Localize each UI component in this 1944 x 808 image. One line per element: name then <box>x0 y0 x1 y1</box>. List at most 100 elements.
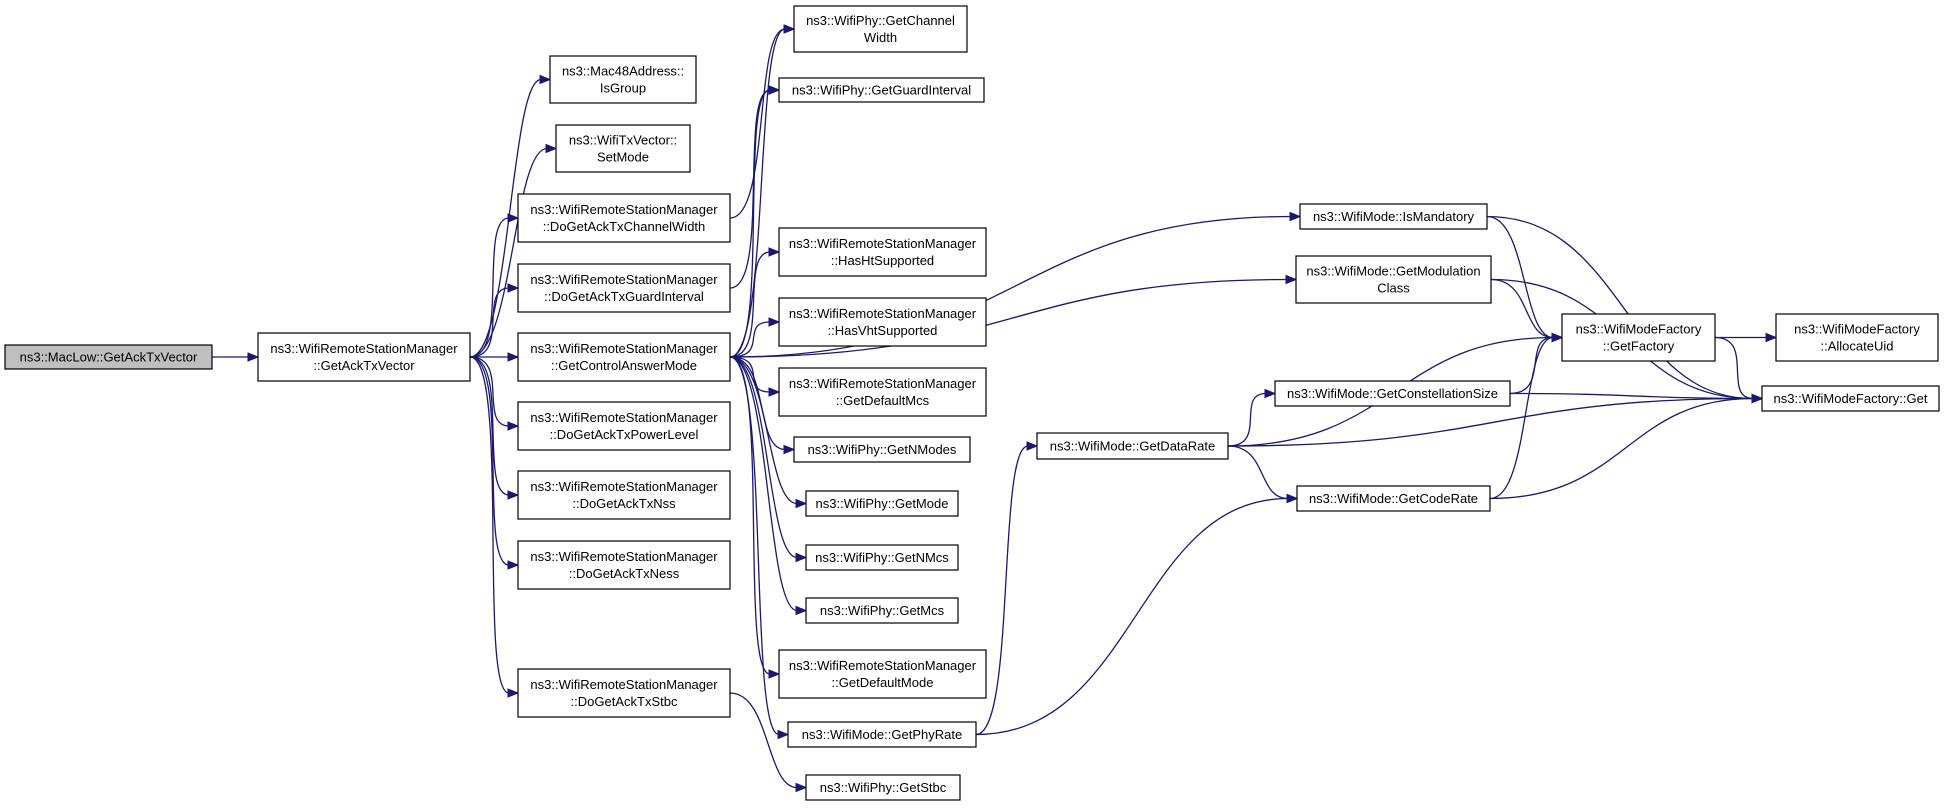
node-box <box>778 649 987 699</box>
node-box <box>793 436 971 463</box>
node-label: ns3::WifiRemoteStationManager <box>789 376 977 391</box>
node-ns3-wifiphy-getstbc[interactable]: ns3::WifiPhy::GetStbc <box>805 774 961 801</box>
node-label: ns3::WifiModeFactory <box>1794 322 1920 337</box>
node-label: ns3::WifiRemoteStationManager <box>789 236 977 251</box>
node-label: ::DoGetAckTxPowerLevel <box>550 427 699 442</box>
node-ns3-wifiremotestationmanager-hasvhtsupported[interactable]: ns3::WifiRemoteStationManager::HasVhtSup… <box>778 297 987 347</box>
node-ns3-wifiremotestationmanager-dogetacktxness[interactable]: ns3::WifiRemoteStationManager::DoGetAckT… <box>517 540 731 590</box>
call-edge <box>729 24 796 219</box>
node-ns3-wifiremotestationmanager-getcontrolanswermode[interactable]: ns3::WifiRemoteStationManager::GetContro… <box>517 332 731 382</box>
call-edge <box>469 356 520 698</box>
node-ns3-wifiremotestationmanager-getacktxvector[interactable]: ns3::WifiRemoteStationManager::GetAckTxV… <box>257 332 471 382</box>
node-label: ns3::WifiRemoteStationManager <box>789 306 977 321</box>
node-ns3-mac48address-isgroup[interactable]: ns3::Mac48Address::IsGroup <box>549 55 697 104</box>
node-label: ns3::WifiPhy::GetMode <box>816 496 949 511</box>
node-label: ns3::WifiRemoteStationManager <box>530 677 718 692</box>
node-box <box>1036 432 1229 460</box>
node-label: ::HasVhtSupported <box>828 323 938 338</box>
node-ns3-wifiremotestationmanager-dogetacktxnss[interactable]: ns3::WifiRemoteStationManager::DoGetAckT… <box>517 470 731 520</box>
node-label: ns3::WifiModeFactory <box>1576 322 1702 337</box>
node-label: ::GetAckTxVector <box>313 358 415 373</box>
node-box <box>1761 385 1940 412</box>
node-ns3-wifimode-ismandatory[interactable]: ns3::WifiMode::IsMandatory <box>1299 203 1488 230</box>
node-ns3-wifimode-getphyrate[interactable]: ns3::WifiMode::GetPhyRate <box>787 721 977 748</box>
call-edge <box>975 493 1299 736</box>
node-ns3-wifiremotestationmanager-getdefaultmcs[interactable]: ns3::WifiRemoteStationManager::GetDefaul… <box>778 367 987 417</box>
node-layer: ns3::MacLow::GetAckTxVectorns3::WifiRemo… <box>4 5 1940 801</box>
node-ns3-wifiremotestationmanager-dogetacktxpowerlevel[interactable]: ns3::WifiRemoteStationManager::DoGetAckT… <box>517 401 731 451</box>
node-box <box>805 490 959 517</box>
node-box <box>517 401 731 451</box>
call-edge <box>975 441 1039 736</box>
node-box <box>778 297 987 347</box>
call-edge <box>469 283 520 358</box>
node-label: ::GetDefaultMcs <box>836 393 930 408</box>
node-label: ::DoGetAckTxChannelWidth <box>543 219 706 234</box>
call-edge <box>469 143 558 358</box>
node-box <box>517 263 731 313</box>
node-label: ns3::WifiPhy::GetNMcs <box>815 550 949 565</box>
node-ns3-wifimode-getcoderate[interactable]: ns3::WifiMode::GetCodeRate <box>1296 485 1491 512</box>
node-ns3-wifiremotestationmanager-dogetacktxguardinterval[interactable]: ns3::WifiRemoteStationManager::DoGetAckT… <box>517 263 731 313</box>
node-label: ns3::WifiRemoteStationManager <box>530 479 718 494</box>
node-ns3-wifiphy-getmcs[interactable]: ns3::WifiPhy::GetMcs <box>805 597 959 624</box>
call-edge <box>212 352 260 362</box>
node-box <box>778 367 987 417</box>
node-label: ns3::WifiMode::GetModulation <box>1306 264 1480 279</box>
call-edge <box>1227 445 1299 504</box>
node-label: ns3::WifiMode::GetConstellationSize <box>1287 386 1498 401</box>
node-label: Class <box>1377 281 1410 296</box>
node-label: ::DoGetAckTxNss <box>572 496 676 511</box>
node-ns3-wifimode-getdatarate[interactable]: ns3::WifiMode::GetDataRate <box>1036 432 1229 460</box>
call-edge <box>729 356 781 397</box>
node-label: ns3::WifiRemoteStationManager <box>530 272 718 287</box>
node-ns3-wifimodefactory-get[interactable]: ns3::WifiModeFactory::Get <box>1761 385 1940 412</box>
node-label: ::GetControlAnswerMode <box>551 358 697 373</box>
node-ns3-wifiremotestationmanager-hashtsupported[interactable]: ns3::WifiRemoteStationManager::HasHtSupp… <box>778 227 987 277</box>
node-ns3-wifiremotestationmanager-dogetacktxstbc[interactable]: ns3::WifiRemoteStationManager::DoGetAckT… <box>517 668 731 718</box>
node-box <box>778 227 987 277</box>
node-label: ::DoGetAckTxGuardInterval <box>544 289 704 304</box>
call-edge <box>1714 336 1764 404</box>
node-label: ns3::WifiMode::GetCodeRate <box>1309 491 1478 506</box>
node-label: ns3::WifiRemoteStationManager <box>530 549 718 564</box>
node-ns3-wifiphy-getguardinterval[interactable]: ns3::WifiPhy::GetGuardInterval <box>778 77 985 103</box>
node-box <box>805 774 961 801</box>
node-label: ns3::WifiRemoteStationManager <box>530 410 718 425</box>
node-ns3-wifiphy-getnmcs[interactable]: ns3::WifiPhy::GetNMcs <box>805 544 959 571</box>
node-label: ns3::WifiRemoteStationManager <box>789 658 977 673</box>
call-edge <box>729 274 1298 358</box>
call-edge <box>469 356 520 431</box>
node-label: ns3::WifiTxVector:: <box>569 133 677 148</box>
node-ns3-wifiremotestationmanager-dogetacktxchannelwidth[interactable]: ns3::WifiRemoteStationManager::DoGetAckT… <box>517 193 731 243</box>
node-label: ns3::WifiPhy::GetStbc <box>820 780 947 795</box>
node-ns3-maclow-getacktxvector[interactable]: ns3::MacLow::GetAckTxVector <box>4 344 213 370</box>
node-box <box>517 193 731 243</box>
edge-layer <box>212 24 1778 793</box>
node-label: ::GetDefaultMode <box>832 675 934 690</box>
call-edge <box>1486 215 1764 404</box>
call-edge <box>469 356 520 570</box>
node-label: ns3::WifiModeFactory::Get <box>1774 391 1928 406</box>
node-ns3-wifitxvector-setmode[interactable]: ns3::WifiTxVector::SetMode <box>555 124 691 173</box>
node-label: ::DoGetAckTxStbc <box>571 694 678 709</box>
node-ns3-wifiphy-getmode[interactable]: ns3::WifiPhy::GetMode <box>805 490 959 517</box>
node-ns3-wifimodefactory-getfactory[interactable]: ns3::WifiModeFactory::GetFactory <box>1561 313 1716 362</box>
node-ns3-wifimode-getconstellationsize[interactable]: ns3::WifiMode::GetConstellationSize <box>1274 380 1511 407</box>
node-ns3-wifiremotestationmanager-getdefaultmode[interactable]: ns3::WifiRemoteStationManager::GetDefaul… <box>778 649 987 699</box>
node-label: ns3::WifiRemoteStationManager <box>270 341 458 356</box>
call-edge <box>469 356 520 500</box>
node-label: ::HasHtSupported <box>831 253 934 268</box>
call-edge <box>729 356 808 509</box>
node-label: ::AllocateUid <box>1821 339 1894 354</box>
node-box <box>1775 313 1939 362</box>
node-ns3-wifimodefactory-allocateuid[interactable]: ns3::WifiModeFactory::AllocateUid <box>1775 313 1939 362</box>
call-edge <box>1227 388 1277 447</box>
node-box <box>1295 255 1492 304</box>
node-ns3-wifiphy-getnmodes[interactable]: ns3::WifiPhy::GetNModes <box>793 436 971 463</box>
node-box <box>805 597 959 624</box>
node-box <box>257 332 471 382</box>
